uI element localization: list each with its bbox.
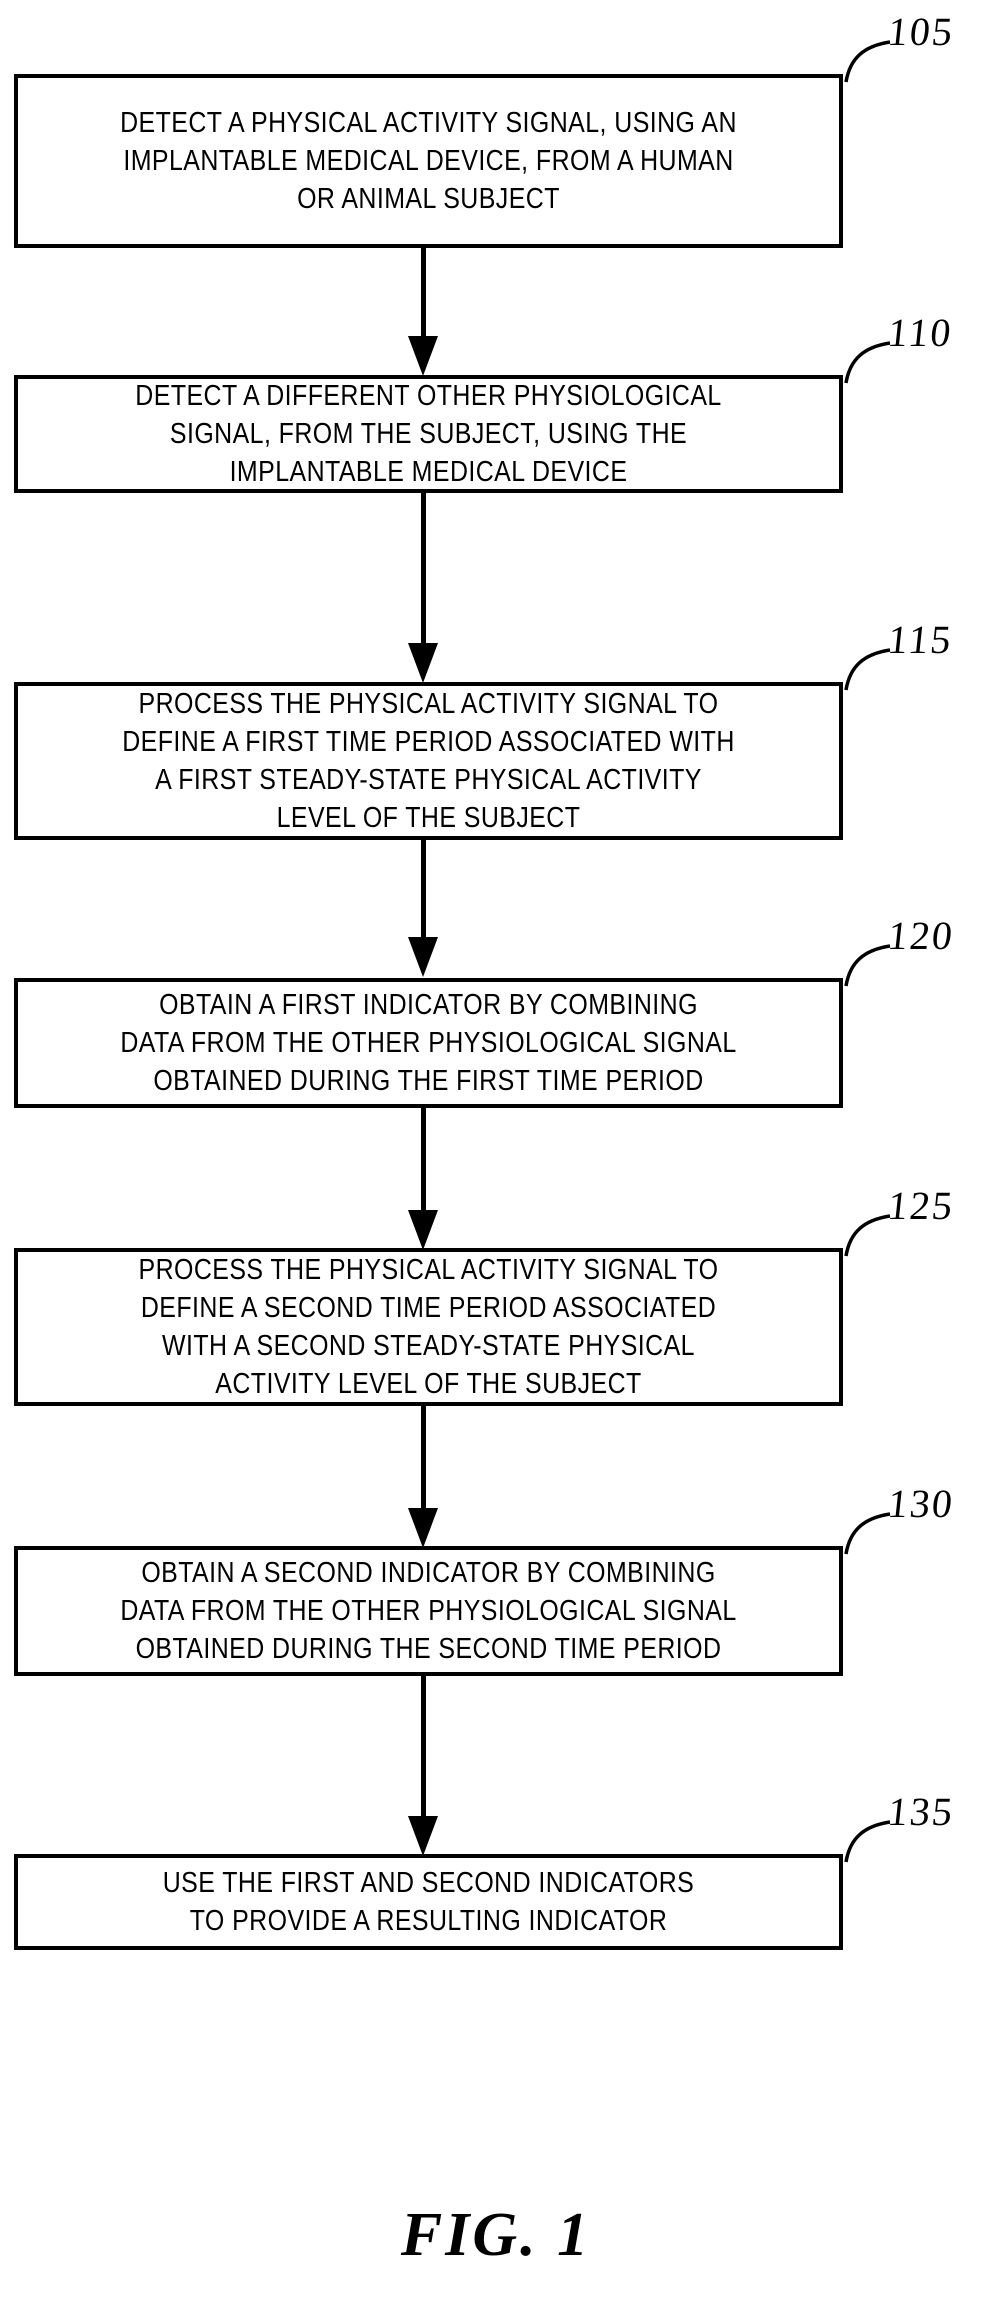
flow-node-130-line-1: OBTAIN A SECOND INDICATOR BY COMBINING	[141, 1557, 716, 1589]
ref-label-105: 105	[885, 9, 957, 54]
flow-node-125: PROCESS THE PHYSICAL ACTIVITY SIGNAL TO …	[14, 1248, 843, 1406]
ref-label-120: 120	[885, 913, 957, 958]
flow-node-115-line-3: A FIRST STEADY-STATE PHYSICAL ACTIVITY	[155, 764, 702, 796]
flow-node-135-line-2: TO PROVIDE A RESULTING INDICATOR	[189, 1905, 668, 1937]
flow-node-135-line-1: USE THE FIRST AND SECOND INDICATORS	[162, 1867, 695, 1899]
flow-node-120-line-1: OBTAIN A FIRST INDICATOR BY COMBINING	[159, 989, 698, 1021]
flow-node-130-line-2: DATA FROM THE OTHER PHYSIOLOGICAL SIGNAL	[120, 1595, 737, 1627]
flow-node-130-line-3: OBTAINED DURING THE SECOND TIME PERIOD	[135, 1633, 722, 1665]
connector-110-115	[421, 493, 426, 651]
arrowhead-120-125	[408, 1210, 438, 1250]
flow-node-125-line-4: ACTIVITY LEVEL OF THE SUBJECT	[215, 1368, 642, 1400]
flow-node-125-line-3: WITH A SECOND STEADY-STATE PHYSICAL	[162, 1330, 695, 1362]
connector-120-125	[421, 1108, 426, 1218]
ref-label-110: 110	[885, 310, 955, 355]
flow-node-105-line-1: DETECT A PHYSICAL ACTIVITY SIGNAL, USING…	[120, 107, 737, 139]
figure-caption: FIG. 1	[400, 2201, 592, 2269]
flow-node-105: DETECT A PHYSICAL ACTIVITY SIGNAL, USING…	[14, 74, 843, 248]
ref-label-125: 125	[885, 1183, 957, 1228]
flow-node-120: OBTAIN A FIRST INDICATOR BY COMBINING DA…	[14, 978, 843, 1108]
connector-130-135	[421, 1676, 426, 1824]
flow-node-110-line-1: DETECT A DIFFERENT OTHER PHYSIOLOGICAL	[135, 380, 722, 412]
flow-node-120-line-3: OBTAINED DURING THE FIRST TIME PERIOD	[153, 1065, 704, 1097]
flow-node-110-line-2: SIGNAL, FROM THE SUBJECT, USING THE	[169, 418, 688, 450]
flow-node-115-line-4: LEVEL OF THE SUBJECT	[276, 802, 581, 834]
arrowhead-115-120	[408, 937, 438, 977]
flow-node-115-line-2: DEFINE A FIRST TIME PERIOD ASSOCIATED WI…	[122, 726, 735, 758]
flow-node-105-line-3: OR ANIMAL SUBJECT	[297, 183, 560, 215]
ref-label-130: 130	[885, 1481, 957, 1526]
flow-node-115-line-1: PROCESS THE PHYSICAL ACTIVITY SIGNAL TO	[138, 688, 719, 720]
connector-115-120	[421, 840, 426, 945]
arrowhead-130-135	[408, 1816, 438, 1856]
flow-node-125-line-2: DEFINE A SECOND TIME PERIOD ASSOCIATED	[140, 1292, 717, 1324]
flow-node-130: OBTAIN A SECOND INDICATOR BY COMBINING D…	[14, 1546, 843, 1676]
flow-node-110: DETECT A DIFFERENT OTHER PHYSIOLOGICAL S…	[14, 375, 843, 493]
arrowhead-105-110	[408, 336, 438, 376]
flow-node-115: PROCESS THE PHYSICAL ACTIVITY SIGNAL TO …	[14, 682, 843, 840]
arrowhead-110-115	[408, 643, 438, 683]
connector-125-130	[421, 1406, 426, 1516]
flow-node-105-line-2: IMPLANTABLE MEDICAL DEVICE, FROM A HUMAN	[123, 145, 734, 177]
flow-node-120-line-2: DATA FROM THE OTHER PHYSIOLOGICAL SIGNAL	[120, 1027, 737, 1059]
connector-105-110	[421, 248, 426, 344]
flow-node-135: USE THE FIRST AND SECOND INDICATORS TO P…	[14, 1854, 843, 1950]
flow-node-125-line-1: PROCESS THE PHYSICAL ACTIVITY SIGNAL TO	[138, 1254, 719, 1286]
arrowhead-125-130	[408, 1508, 438, 1548]
ref-label-115: 115	[885, 617, 955, 662]
ref-label-135: 135	[885, 1789, 957, 1834]
flow-node-110-line-3: IMPLANTABLE MEDICAL DEVICE	[229, 456, 628, 488]
